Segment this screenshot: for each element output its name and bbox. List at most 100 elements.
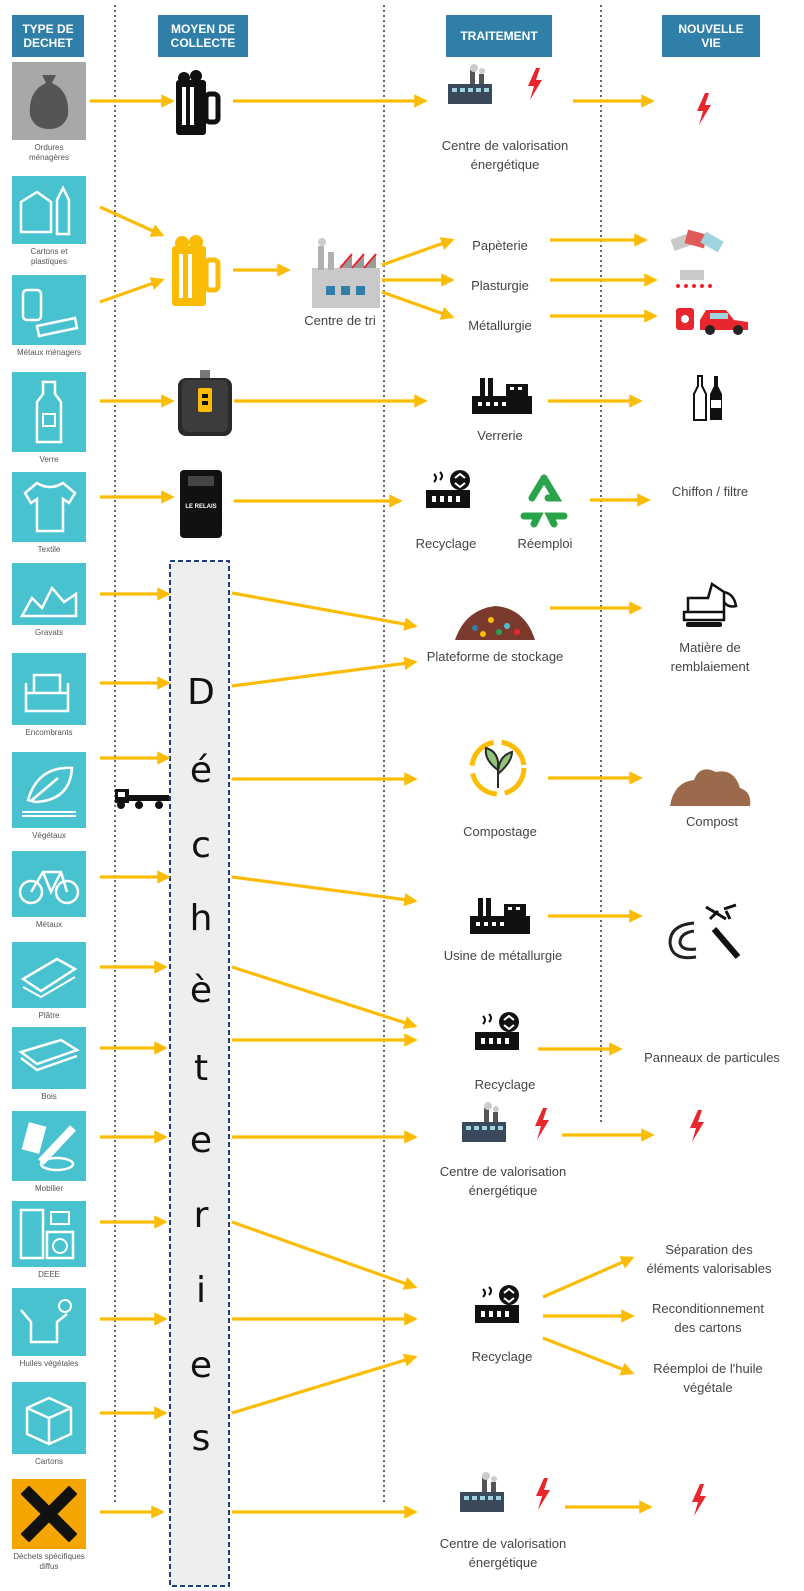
- magnet-hammer-icon: [668, 903, 741, 960]
- newlife-label-reemploi-huile: Réemploi de l'huile végétale: [653, 1361, 763, 1395]
- excavator-icon: [682, 582, 738, 627]
- header-traitement: TRAITEMENT: [446, 15, 552, 57]
- waste-item-encombrants: Encombrants: [12, 653, 86, 738]
- treatment-label-energy-2: Centre de valorisation énergétique: [439, 1164, 567, 1198]
- header-moyen-collecte: MOYEN DE COLLECTE: [158, 15, 248, 57]
- compost-cycle-icon: [469, 739, 527, 797]
- treatment-icons: [425, 64, 568, 1512]
- newlife-label-chiffon: Chiffon / filtre: [671, 484, 749, 499]
- metallurgy-factory-icon: [470, 898, 530, 934]
- textile-container-icon: [180, 470, 222, 538]
- decheteries-letter: r: [193, 1195, 209, 1236]
- waste-pile-icon: [455, 606, 535, 640]
- treatment-label-recyclage-textile: Recyclage: [415, 536, 477, 551]
- decheteries-letter: è: [189, 970, 213, 1011]
- bottles-icon: [693, 375, 722, 421]
- flow-arrows: [90, 94, 658, 1519]
- waste-item-textile: Textile: [12, 472, 86, 555]
- treatment-label-metallurgie: Métallurgie: [468, 318, 532, 333]
- waste-label: Métaux ménagers: [16, 348, 82, 357]
- column-separators: [114, 5, 602, 1505]
- furniture-icon: [12, 1111, 86, 1181]
- recycling-factory-icon: [425, 469, 471, 509]
- newlife-label-separation: Séparation des éléments valorisables: [646, 1242, 772, 1276]
- waste-label: Textile: [37, 545, 61, 554]
- lightning-icon-nv1: [697, 93, 711, 125]
- waste-item-verre: Verre: [12, 372, 86, 465]
- waste-item-metaux-menagers: Métaux ménagers: [12, 275, 86, 358]
- decheteries-letter: D: [187, 672, 215, 713]
- box-icon: [12, 1382, 86, 1454]
- new-life-icons: [668, 93, 751, 1516]
- yellow-bin-icon: [172, 235, 221, 306]
- decheteries-letter: t: [193, 1048, 209, 1089]
- rubble-icon: [12, 563, 86, 625]
- glass-container-icon: [178, 370, 232, 436]
- waste-label: Verre: [39, 455, 59, 464]
- cans-icon: [12, 275, 86, 345]
- leaf-icon: [12, 752, 86, 828]
- waste-item-dsd: Déchets spécifiques diffus: [12, 1479, 86, 1572]
- recycling-factory-icon-3: [474, 1284, 520, 1324]
- collection-icons: [115, 70, 380, 809]
- black-bin-icon: [176, 70, 221, 135]
- decheteries-letter: e: [189, 1120, 213, 1161]
- treatment-label-plasturgie: Plasturgie: [471, 278, 529, 293]
- recycle-symbol-icon: [520, 474, 568, 528]
- decheteries-letter: s: [191, 1418, 211, 1459]
- waste-label: Gravats: [34, 628, 63, 637]
- waste-item-huiles: Huiles végétales: [12, 1288, 86, 1369]
- energy-plant-icon: [448, 64, 492, 104]
- treatment-label-compostage: Compostage: [463, 824, 537, 839]
- treatment-label-usine-metallurgie: Usine de métallurgie: [443, 948, 563, 963]
- decheteries-letter: c: [191, 825, 211, 866]
- lightning-icon: [528, 68, 542, 100]
- plastic-icon: [676, 270, 712, 288]
- treatment-label-reemploi: Réemploi: [517, 536, 573, 551]
- pallet-icon: [12, 1027, 86, 1089]
- recycling-factory-icon-2: [474, 1011, 520, 1051]
- waste-item-gravats: Gravats: [12, 563, 86, 638]
- car-can-icon: [676, 308, 748, 335]
- factory-icon: [472, 378, 532, 414]
- newlife-label-recond: Reconditionnement des cartons: [651, 1301, 765, 1335]
- waste-label: DEEE: [38, 1270, 60, 1279]
- waste-label: Bois: [41, 1092, 57, 1101]
- lightning-icon-3: [536, 1478, 550, 1510]
- waste-item-mobilier: Mobilier: [12, 1111, 86, 1194]
- header-type-dechet: TYPE DE DECHET: [12, 15, 84, 57]
- sorting-center-label: Centre de tri: [304, 313, 376, 328]
- paper-icon: [670, 229, 724, 253]
- trash-bag-icon: [12, 62, 86, 140]
- plaster-icon: [12, 942, 86, 1008]
- cartons-plastics-icon: [12, 176, 86, 244]
- waste-label: Déchets spécifiques diffus: [13, 1552, 85, 1571]
- energy-plant-icon-3: [460, 1472, 504, 1512]
- waste-label: Ordures ménagères: [28, 143, 70, 162]
- waste-item-cartons-plastiques: Cartons et plastiques: [12, 176, 86, 267]
- waste-item-cartons: Cartons: [12, 1382, 86, 1467]
- waste-item-deee: DEEE: [12, 1201, 86, 1280]
- bottle-icon: [12, 372, 86, 452]
- decheteries-letter: i: [195, 1270, 206, 1311]
- sorting-center-icon: [312, 238, 380, 308]
- lightning-icon-nv3: [692, 1484, 706, 1516]
- treatment-label-verrerie: Verrerie: [477, 428, 523, 443]
- header-nouvelle-vie: NOUVELLE VIE: [662, 15, 760, 57]
- treatment-label-stockage: Plateforme de stockage: [426, 649, 564, 664]
- waste-label: Huiles végétales: [19, 1359, 79, 1368]
- decheteries-letter: h: [189, 898, 213, 939]
- treatment-label-recyclage-multi: Recyclage: [471, 1349, 533, 1364]
- treatment-label-energy-1: Centre de valorisation énergétique: [441, 138, 569, 172]
- treatment-label-recyclage-bois: Recyclage: [474, 1077, 536, 1092]
- armchair-icon: [12, 653, 86, 725]
- newlife-label-panneaux: Panneaux de particules: [644, 1050, 780, 1065]
- waste-label: Mobilier: [34, 1184, 63, 1193]
- newlife-label-remblai: Matière de remblaiement: [670, 640, 750, 674]
- energy-plant-icon-2: [462, 1102, 506, 1142]
- relais-label: LE RELAIS: [185, 504, 217, 510]
- compost-pile-icon: [670, 769, 751, 806]
- waste-item-vegetaux: Végétaux: [12, 752, 86, 841]
- waste-label: Plâtre: [38, 1011, 60, 1020]
